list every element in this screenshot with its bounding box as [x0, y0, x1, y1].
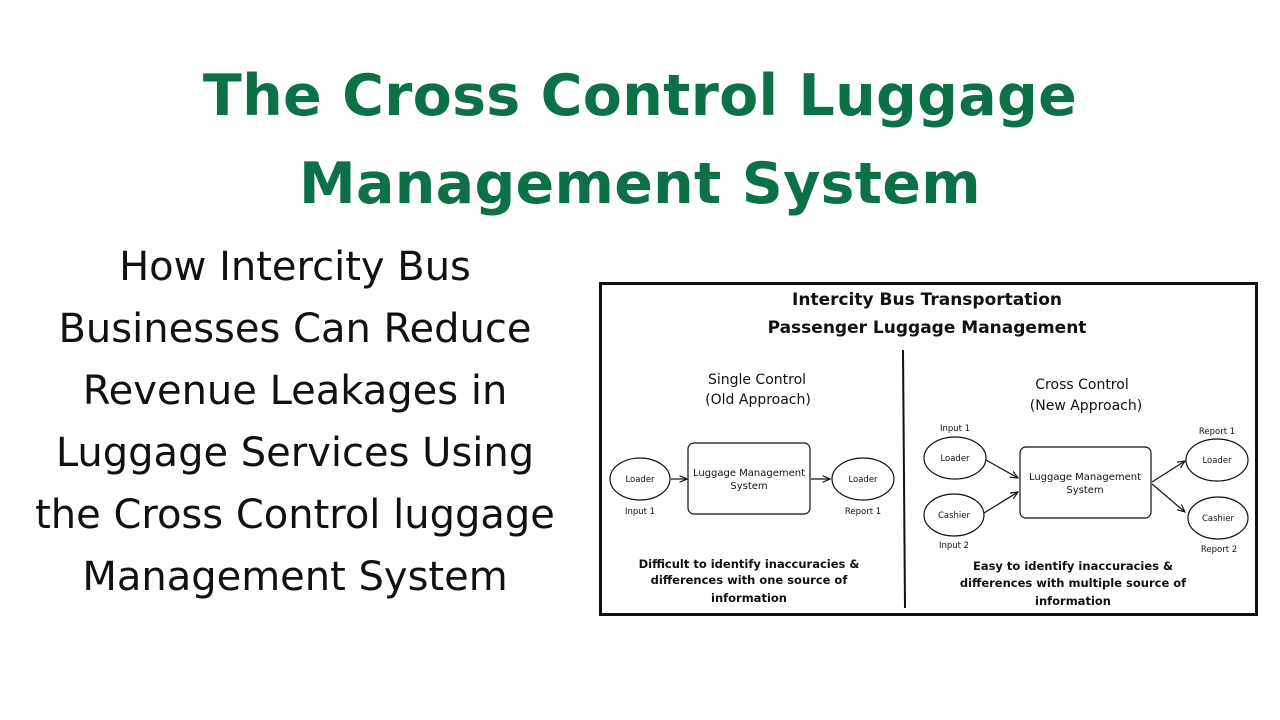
cross-system-line-2: System [1066, 485, 1103, 496]
diagram-heading-line-1: Intercity Bus Transportation [792, 290, 1062, 310]
single-system-line-1: Luggage Management [693, 468, 805, 479]
single-control-title-line-2: (Old Approach) [705, 392, 811, 408]
cross-note-line-2: differences with multiple source of [960, 576, 1187, 590]
luggage-management-diagram: Intercity Bus Transportation Passenger L… [599, 282, 1258, 616]
page-title-line-2: Management System [299, 151, 981, 217]
single-system-line-2: System [730, 481, 767, 492]
cross-control-title-line-2: (New Approach) [1030, 398, 1142, 414]
cross-input-2-node [923, 493, 985, 537]
cross-note-line-3: information [1035, 594, 1111, 608]
subtitle: How Intercity Bus Businesses Can Reduce … [0, 236, 590, 608]
section-divider [902, 349, 906, 609]
cross-output-2-node-label: Cashier [1202, 514, 1235, 524]
cross-input-2-label: Input 2 [939, 541, 969, 551]
cross-output-1-node [1185, 438, 1249, 482]
subtitle-line-4: Luggage Services Using [55, 430, 535, 476]
cross-system-box [1019, 446, 1152, 519]
single-control-title-line-1: Single Control [708, 372, 806, 388]
single-system-box [687, 442, 811, 515]
cross-output-2-arrow [1151, 483, 1185, 512]
subtitle-line-5: the Cross Control luggage [35, 492, 555, 538]
cross-input-1-arrow [985, 459, 1018, 478]
cross-system-line-1: Luggage Management [1029, 472, 1141, 483]
single-note-line-1: Difficult to identify inaccuracies & [639, 557, 860, 571]
cross-output-2-label: Report 2 [1201, 545, 1237, 555]
single-output-node-label: Loader [848, 475, 878, 485]
page-title-line-1: The Cross Control Luggage [202, 63, 1078, 129]
cross-output-1-label: Report 1 [1199, 427, 1235, 437]
subtitle-line-1: How Intercity Bus [119, 244, 471, 290]
single-note-line-2: differences with one source of [651, 573, 849, 587]
cross-output-2-node [1187, 496, 1249, 540]
single-input-node-label: Loader [625, 475, 655, 485]
subtitle-line-2: Businesses Can Reduce [58, 306, 532, 352]
diagram-canvas: Intercity Bus Transportation Passenger L… [599, 282, 1258, 616]
page-title: The Cross Control Luggage Management Sys… [0, 52, 1280, 228]
cross-input-1-node-label: Loader [940, 454, 970, 464]
cross-note-line-1: Easy to identify inaccuracies & [973, 559, 1173, 573]
cross-input-1-node [923, 436, 987, 480]
cross-input-1-label: Input 1 [940, 424, 970, 434]
single-input-label: Input 1 [625, 507, 655, 517]
cross-input-2-arrow [983, 492, 1018, 514]
single-note-line-3: information [711, 591, 787, 605]
diagram-heading-line-2: Passenger Luggage Management [768, 318, 1087, 338]
cross-control-title-line-1: Cross Control [1035, 377, 1128, 393]
cross-input-2-node-label: Cashier [938, 511, 971, 521]
cross-output-1-node-label: Loader [1202, 456, 1232, 466]
cross-output-1-arrow [1151, 461, 1185, 483]
subtitle-line-3: Revenue Leakages in [82, 368, 508, 414]
single-output-node [831, 457, 895, 501]
subtitle-line-6: Management System [82, 554, 508, 600]
single-input-node [609, 457, 671, 501]
single-output-label: Report 1 [845, 507, 881, 517]
